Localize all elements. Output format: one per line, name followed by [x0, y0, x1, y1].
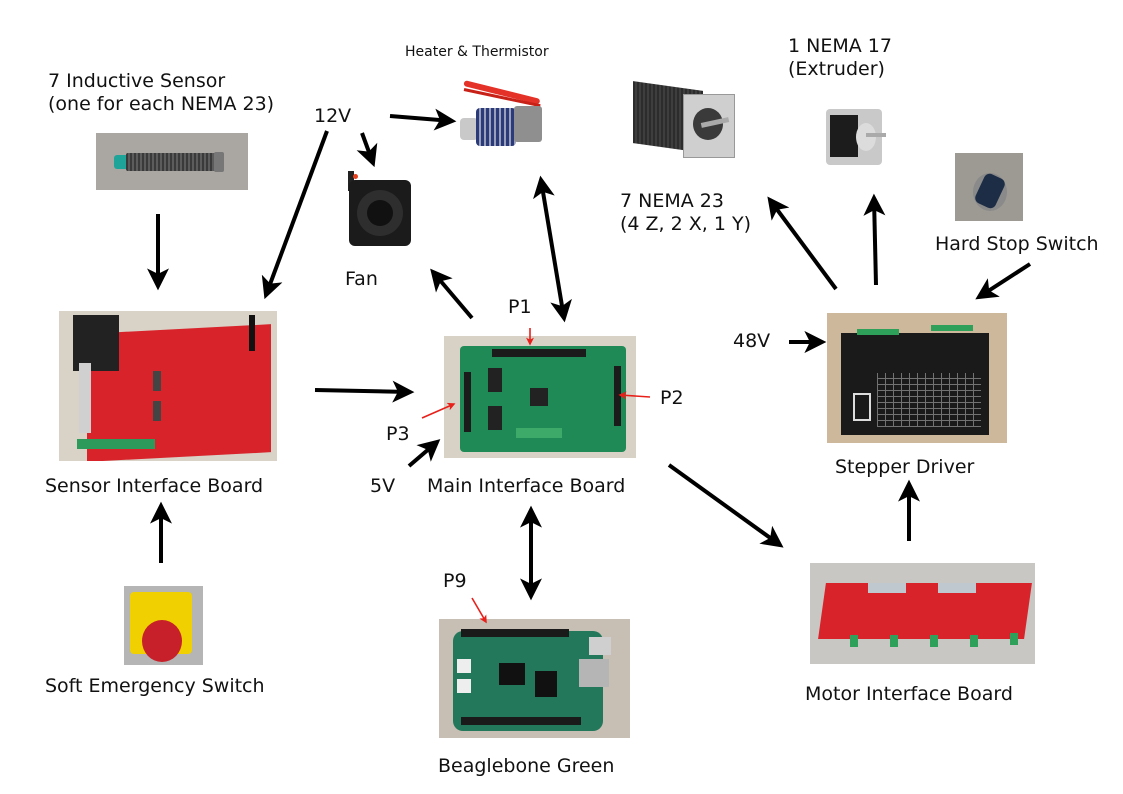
heater-thermistor-photo: [458, 76, 548, 164]
soft-emergency-switch-label: Soft Emergency Switch: [45, 675, 265, 697]
power-12v-label: 12V: [314, 105, 352, 127]
power-48v-label: 48V: [733, 330, 771, 352]
nema17-motor-photo: [814, 103, 894, 173]
hard-stop-switch-photo: [955, 153, 1023, 221]
soft-emergency-switch-photo: [124, 586, 203, 665]
nema23-label-line2: (4 Z, 2 X, 1 Y): [620, 213, 752, 235]
port-p2-label: P2: [660, 387, 684, 409]
motor-interface-board-photo: [810, 563, 1035, 664]
motor-interface-board-label: Motor Interface Board: [805, 683, 1013, 705]
stepper-driver-label: Stepper Driver: [835, 456, 975, 478]
port-arrow-p9: [471, 597, 487, 624]
nema17-label-line1: 1 NEMA 17: [788, 35, 892, 57]
nema17-label-line2: (Extruder): [788, 58, 885, 80]
inductive-sensor-label-line1: 7 Inductive Sensor: [48, 70, 226, 92]
arrow-driver-to-nema23: [767, 196, 838, 291]
arrow-main-to-fan: [430, 268, 474, 320]
inductive-sensor-label: 7 Inductive Sensor (one for each NEMA 23…: [48, 70, 274, 116]
arrow-main-to-motor-board: [667, 463, 784, 548]
port-arrow-p3: [421, 402, 456, 419]
port-p9-label: P9: [443, 570, 467, 592]
port-p1-label: P1: [508, 296, 532, 318]
heater-label: Heater & Thermistor: [405, 44, 549, 60]
arrow-main-heater-bidirectional: [533, 175, 572, 323]
sensor-interface-board-photo: [59, 311, 277, 461]
port-arrow-p2: [618, 391, 651, 400]
nema17-label: 1 NEMA 17 (Extruder): [788, 35, 892, 81]
inductive-sensor-label-line2: (one for each NEMA 23): [48, 93, 275, 115]
beaglebone-green-label: Beaglebone Green: [438, 755, 615, 777]
power-5v-label: 5V: [370, 475, 396, 497]
arrow-12v-to-sensor-board: [261, 130, 329, 300]
hard-stop-switch-label: Hard Stop Switch: [935, 233, 1099, 255]
main-interface-board-photo: [444, 336, 636, 458]
fan-label: Fan: [345, 268, 378, 290]
arrow-12v-to-heater: [389, 108, 457, 131]
stepper-driver-photo: [827, 313, 1007, 443]
arrow-driver-to-nema17: [863, 193, 886, 286]
port-p3-label: P3: [386, 423, 410, 445]
main-interface-board-label: Main Interface Board: [427, 475, 626, 497]
arrow-sensor-to-main-board: [314, 380, 415, 403]
nema23-motor-photo: [627, 80, 737, 162]
arrow-12v-to-fan: [356, 132, 378, 168]
inductive-sensor-photo: [96, 133, 248, 190]
nema23-label-line1: 7 NEMA 23: [620, 190, 724, 212]
fan-photo: [345, 168, 415, 250]
sensor-interface-board-label: Sensor Interface Board: [45, 475, 264, 497]
arrow-hardstop-to-stepper-driver: [975, 262, 1032, 300]
nema23-label: 7 NEMA 23 (4 Z, 2 X, 1 Y): [620, 190, 751, 236]
arrow-5v-to-main-board: [407, 439, 441, 468]
beaglebone-green-photo: [439, 619, 630, 738]
